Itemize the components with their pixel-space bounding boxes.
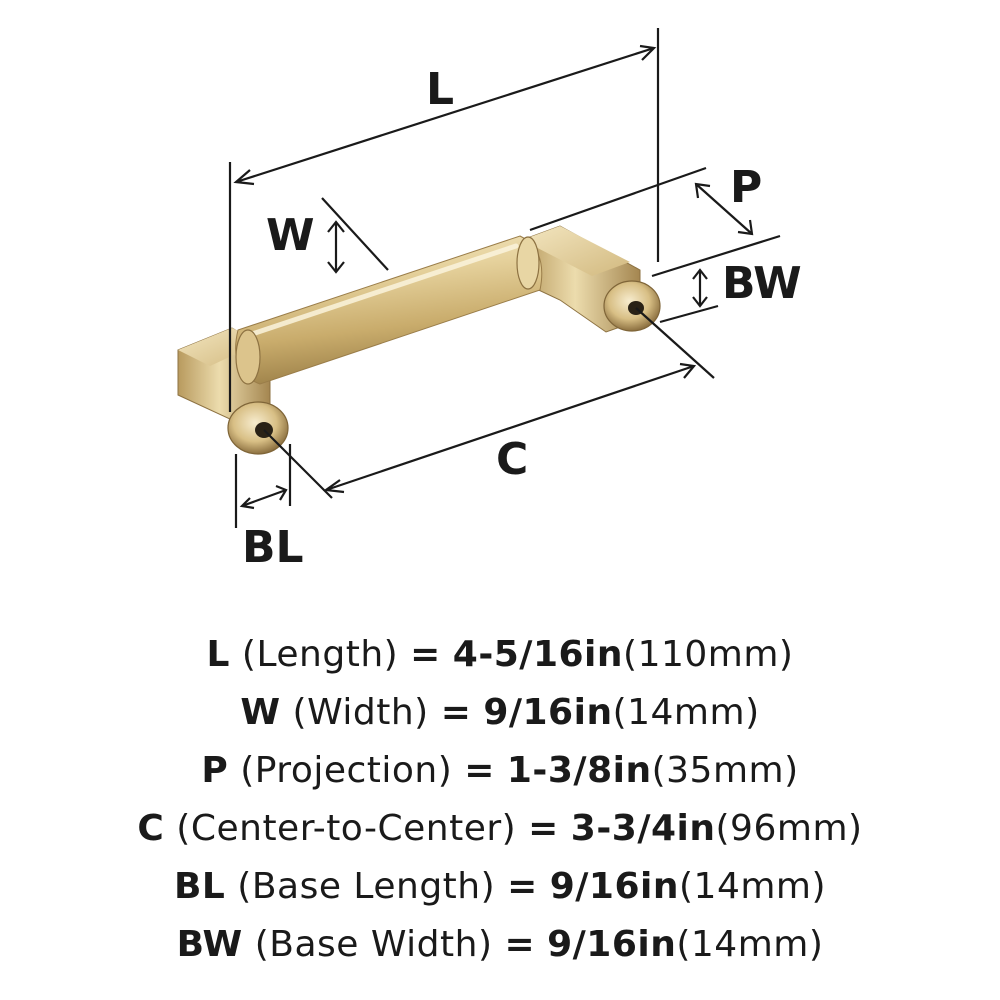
spec-metric: (96mm) — [715, 808, 863, 849]
p-arrow-top — [694, 182, 711, 199]
spec-metric: (14mm) — [679, 866, 827, 907]
spec-name: (Width) — [292, 692, 429, 733]
label-bw: BW — [722, 258, 802, 309]
spec-metric: (110mm) — [623, 634, 794, 675]
spec-row-length: L (Length) = 4-5/16in(110mm) — [0, 626, 1000, 684]
dimension-spec-list: L (Length) = 4-5/16in(110mm) W (Width) =… — [0, 626, 1000, 974]
cabinet-handle-illustration — [177, 225, 661, 455]
spec-imperial: 3-3/4in — [570, 808, 716, 849]
bw-extension-bottom — [659, 304, 719, 324]
spec-imperial: 9/16in — [549, 866, 679, 907]
spec-metric: (14mm) — [676, 924, 824, 965]
spec-name: (Length) — [241, 634, 399, 675]
spec-code: P — [201, 750, 229, 791]
spec-imperial: 1-3/8in — [506, 750, 652, 791]
spec-equals: = — [507, 866, 538, 907]
spec-code: W — [240, 692, 281, 733]
spec-row-center-to-center: C (Center-to-Center) = 3-3/4in(96mm) — [0, 800, 1000, 858]
label-bl: BL — [242, 522, 304, 573]
bl-dimension-line — [241, 488, 287, 508]
p-arrow-bottom — [737, 219, 754, 236]
spec-code: C — [137, 808, 165, 849]
right-post-top — [522, 226, 630, 276]
grip-bar-highlight — [243, 243, 519, 339]
c-right-centerline — [635, 307, 715, 379]
p-extension-top — [529, 166, 707, 232]
spec-equals: = — [504, 924, 536, 965]
spec-imperial: 9/16in — [483, 692, 613, 733]
grip-bar-right-end — [516, 236, 540, 290]
bl-arrow-right — [275, 484, 288, 501]
label-w: W — [266, 210, 315, 261]
spec-name: (Projection) — [240, 750, 453, 791]
c-dimension-line — [325, 364, 695, 492]
spec-code: BL — [173, 866, 226, 907]
w-arrow-bottom — [327, 261, 345, 274]
spec-name: (Base Width) — [254, 924, 493, 965]
spec-name: (Base Length) — [237, 866, 496, 907]
c-arrow-left — [323, 479, 345, 494]
p-dimension-line — [695, 183, 753, 235]
grip-bar-left-end — [235, 329, 261, 385]
label-l: L — [426, 64, 454, 115]
spec-row-base-length: BL (Base Length) = 9/16in(14mm) — [0, 858, 1000, 916]
handle-dimension-diagram: L W P BW C BL — [177, 28, 802, 573]
spec-equals: = — [440, 692, 472, 733]
spec-code: L — [206, 634, 230, 675]
l-dimension-line — [235, 46, 655, 184]
label-p: P — [730, 162, 762, 213]
bw-arrow-bottom — [692, 296, 708, 308]
dimension-lines — [228, 28, 781, 528]
w-extension — [321, 197, 389, 271]
spec-equals: = — [528, 808, 559, 849]
label-c: C — [496, 434, 528, 485]
dimension-labels: L W P BW C BL — [242, 64, 802, 573]
spec-metric: (14mm) — [612, 692, 760, 733]
spec-code: BW — [176, 924, 243, 965]
spec-name: (Center-to-Center) — [176, 808, 517, 849]
spec-imperial: 9/16in — [547, 924, 677, 965]
spec-equals: = — [464, 750, 495, 791]
spec-equals: = — [410, 634, 441, 675]
spec-row-base-width: BW (Base Width) = 9/16in(14mm) — [0, 916, 1000, 974]
c-left-centerline — [263, 429, 333, 499]
p-extension-bottom — [651, 234, 781, 278]
bw-arrow-top — [692, 268, 708, 280]
l-arrow-right — [639, 44, 657, 61]
spec-metric: (35mm) — [651, 750, 799, 791]
spec-row-projection: P (Projection) = 1-3/8in(35mm) — [0, 742, 1000, 800]
bl-arrow-left — [239, 497, 255, 510]
c-arrow-right — [679, 362, 697, 379]
l-arrow-left — [233, 169, 255, 186]
spec-row-width: W (Width) = 9/16in(14mm) — [0, 684, 1000, 742]
spec-imperial: 4-5/16in — [452, 634, 624, 675]
w-arrow-top — [327, 220, 345, 233]
